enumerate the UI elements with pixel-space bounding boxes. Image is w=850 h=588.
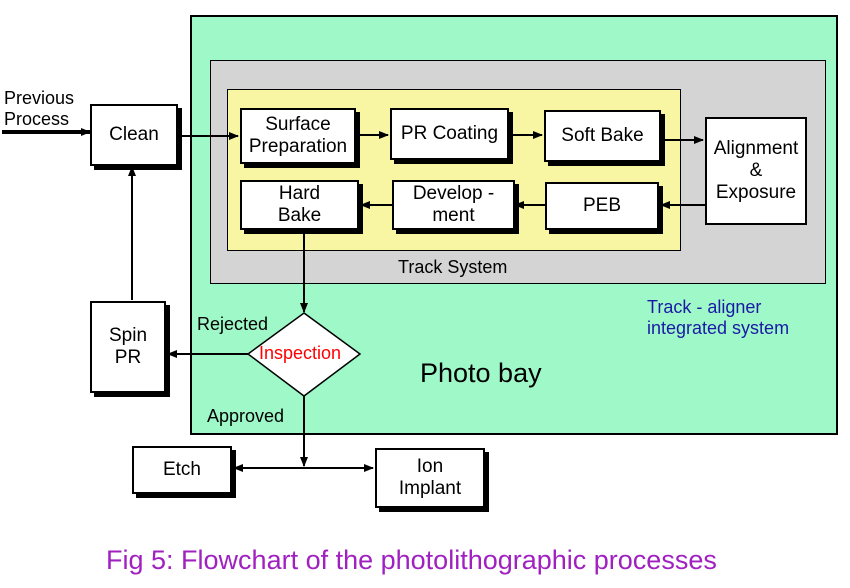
integrated-system-label: Track - aligner integrated system (647, 297, 790, 338)
peb-box[interactable]: PEB (545, 182, 659, 230)
inspection-label[interactable]: Inspection (259, 343, 342, 363)
hard-bake-box[interactable]: Hard Bake (240, 180, 359, 230)
development-box[interactable]: Develop - ment (392, 180, 515, 230)
surface-preparation-box[interactable]: Surface Preparation (240, 108, 356, 164)
etch-box[interactable]: Etch (132, 446, 232, 494)
figure-caption: Fig 5: Flowchart of the photolithographi… (106, 545, 717, 576)
approved-label: Approved (207, 406, 285, 426)
previous-process-label: Previous Process (4, 88, 75, 129)
soft-bake-box[interactable]: Soft Bake (544, 110, 661, 162)
clean-box[interactable]: Clean (90, 104, 178, 166)
track-system-label: Track System (398, 257, 508, 277)
spin-pr-box[interactable]: Spin PR (90, 301, 166, 393)
photo-bay-label: Photo bay (420, 358, 542, 388)
figure-caption-label: Fig 5: (106, 545, 174, 575)
inspection-diamond (246, 312, 362, 397)
ion-implant-box[interactable]: Ion Implant (375, 448, 485, 508)
alignment-exposure-box[interactable]: Alignment & Exposure (705, 117, 807, 225)
pr-coating-box[interactable]: PR Coating (390, 108, 509, 160)
figure-caption-text: Flowchart of the photolithographic proce… (181, 545, 717, 575)
rejected-label: Rejected (197, 314, 269, 334)
